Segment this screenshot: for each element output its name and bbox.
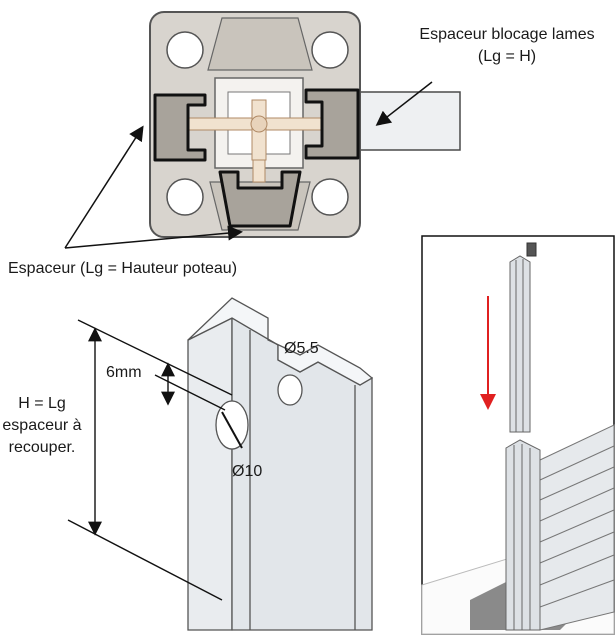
label-h-line1: H = Lg	[18, 395, 66, 412]
spacer-right	[304, 88, 360, 160]
dimension-lines	[67, 319, 233, 601]
post-top	[187, 297, 374, 386]
spacer-profile-upper	[509, 255, 531, 433]
arrow-to-blocking-spacer	[375, 81, 433, 126]
label-post-spacer: Espaceur (Lg = Hauteur poteau)	[8, 260, 238, 277]
leader-arrows	[64, 81, 433, 249]
top-chamber	[207, 17, 313, 71]
label-dim-d10: Ø10	[232, 463, 263, 480]
lower-post	[505, 439, 541, 631]
label-dim-d55: Ø5.5	[284, 340, 319, 357]
label-dim-6mm: 6mm	[106, 364, 142, 381]
label-h-line2: espaceur à	[2, 417, 82, 434]
hole-d55	[277, 374, 303, 406]
post-left-face	[187, 316, 233, 631]
label-blocking-spacer-length: (Lg = H)	[477, 48, 537, 65]
slat-profile	[359, 91, 461, 151]
slat-panel	[539, 424, 615, 631]
post-perspective	[187, 297, 374, 631]
label-h-line3: recouper.	[8, 439, 76, 456]
post-cross-section	[149, 11, 461, 238]
label-h-length: H = Lg espaceur à recouper.	[0, 393, 92, 459]
corner-hole-top-right	[311, 31, 349, 69]
arrow-to-left-spacer	[64, 125, 144, 249]
spacer-cap	[526, 242, 537, 257]
corner-hole-bottom-left	[166, 178, 204, 216]
label-blocking-spacer: Espaceur blocage lames (Lg = H)	[402, 24, 612, 68]
hole-d10	[215, 400, 249, 450]
arrow-to-bottom-spacer	[64, 225, 243, 249]
fixing-screw	[184, 99, 336, 183]
corner-hole-top-left	[166, 31, 204, 69]
spacer-bottom	[218, 170, 302, 228]
label-blocking-spacer-title: Espaceur blocage lames	[419, 26, 595, 43]
installation-view	[421, 235, 615, 635]
spacer-left	[153, 93, 207, 162]
corner-hole-bottom-right	[311, 178, 349, 216]
